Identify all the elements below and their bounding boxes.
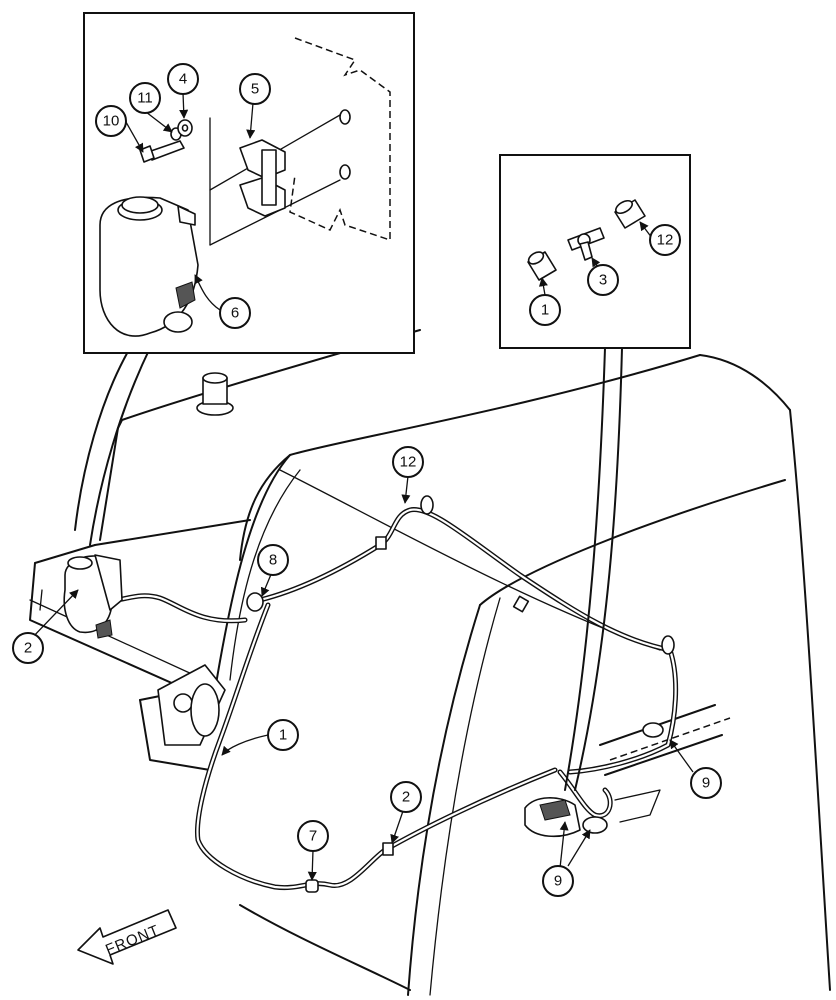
callout-5: 5 <box>239 73 271 105</box>
filler-neck <box>196 372 234 416</box>
callout-label: 6 <box>231 305 239 322</box>
callout-label: 9 <box>554 873 562 890</box>
callout-label: 7 <box>309 828 317 845</box>
inset-leader-right-2 <box>574 347 623 791</box>
callout-9-right: 9 <box>690 767 722 799</box>
callout-label: 10 <box>103 113 120 130</box>
callout-label: 9 <box>702 775 710 792</box>
callout-12-inset: 12 <box>649 224 681 256</box>
callout-8: 8 <box>257 544 289 576</box>
bracket-part <box>239 139 286 217</box>
callout-2-left: 2 <box>12 632 44 664</box>
callout-label: 1 <box>541 302 549 319</box>
hose-piece-upper-part <box>614 199 646 229</box>
callout-label: 12 <box>657 232 674 249</box>
callout-label: 2 <box>402 789 410 806</box>
inset-leader-right <box>564 347 606 791</box>
callout-1: 1 <box>267 719 299 751</box>
inset-reservoir-mounting <box>83 12 415 354</box>
callout-3: 3 <box>587 264 619 296</box>
reservoir-part <box>99 196 199 337</box>
callout-9-bottom: 9 <box>542 865 574 897</box>
callout-7: 7 <box>297 820 329 852</box>
callout-label: 11 <box>137 90 153 107</box>
callout-label: 1 <box>279 727 287 744</box>
inset-leader-left-2 <box>89 347 151 546</box>
callout-10: 10 <box>95 105 127 137</box>
hose-piece-part <box>527 251 557 281</box>
inset-leader-left <box>74 347 131 531</box>
machine-body <box>29 329 831 996</box>
callout-6: 6 <box>219 297 251 329</box>
washer-nozzle-assembly <box>524 722 664 838</box>
callout-label: 5 <box>251 81 259 98</box>
callout-12: 12 <box>392 446 424 478</box>
t-connector-part <box>567 227 605 261</box>
callout-4: 4 <box>167 63 199 95</box>
callout-label: 8 <box>269 552 277 569</box>
front-direction-arrow: FRONT <box>77 909 177 965</box>
callout-11: 11 <box>129 82 161 114</box>
bolt-part <box>139 140 185 163</box>
reservoir-installed <box>63 554 123 639</box>
callout-label: 3 <box>599 272 607 289</box>
callout-1-inset: 1 <box>529 294 561 326</box>
callout-label: 2 <box>24 640 32 657</box>
callout-2: 2 <box>390 781 422 813</box>
callout-label: 12 <box>400 454 417 471</box>
callout-label: 4 <box>179 71 187 88</box>
pivot-bracket <box>157 664 226 746</box>
